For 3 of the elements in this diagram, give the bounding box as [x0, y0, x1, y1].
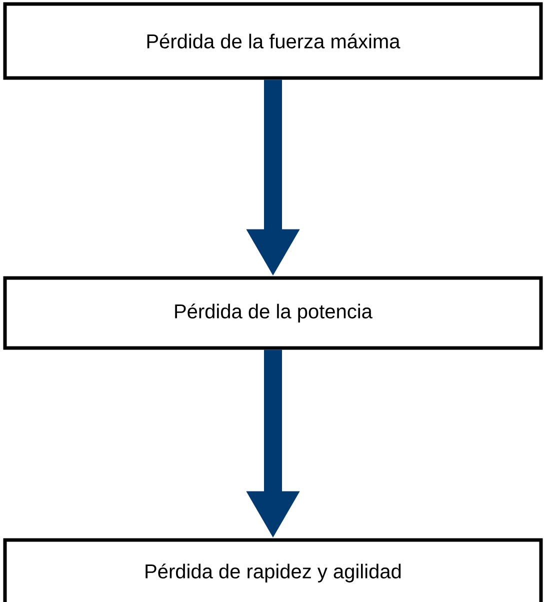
process-box: Pérdida de la fuerza máxima [3, 2, 543, 80]
process-box: Pérdida de rapidez y agilidad [3, 538, 543, 602]
process-box: Pérdida de la potencia [3, 276, 543, 350]
